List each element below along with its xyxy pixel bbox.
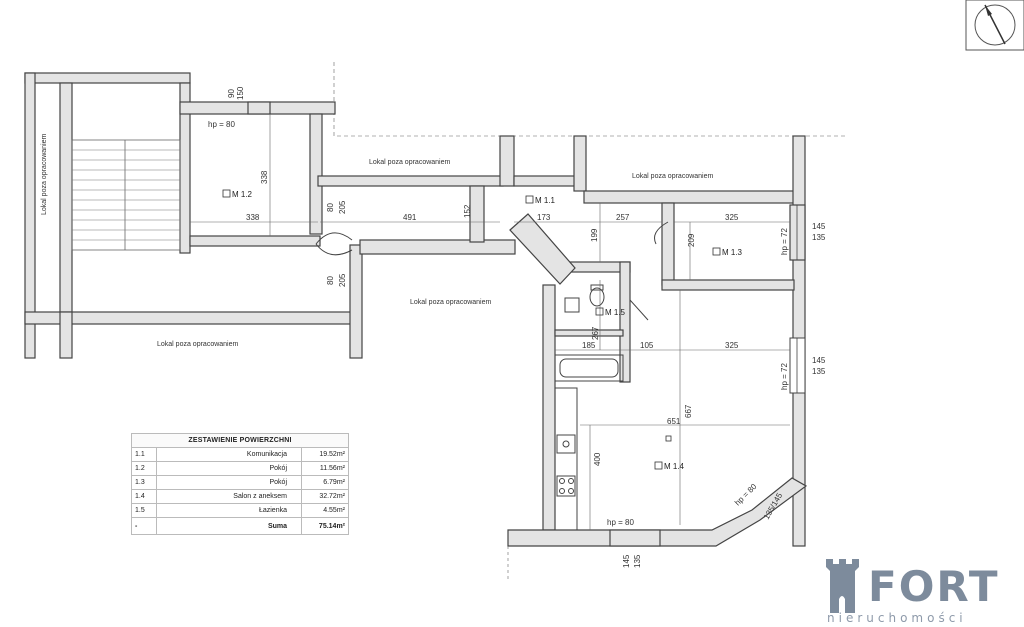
row-name: Salon z aneksem bbox=[156, 489, 302, 504]
dim-338-h: 338 bbox=[246, 213, 260, 222]
row-number: 1.2 bbox=[131, 461, 157, 476]
room-tag-m13: M 1.3 bbox=[722, 248, 743, 257]
dim-hp80-top: hp = 80 bbox=[208, 120, 235, 129]
table-row: 1.1 Komunikacja 19.52m² bbox=[131, 447, 349, 462]
row-area: 19.52m² bbox=[301, 447, 349, 462]
row-name: Łazienka bbox=[156, 503, 302, 518]
dim-205-b: 205 bbox=[338, 273, 347, 287]
room-tag-m12: M 1.2 bbox=[232, 190, 253, 199]
row-name: Pokój bbox=[156, 461, 302, 476]
dim-667: 667 bbox=[684, 404, 693, 418]
castle-tower-icon bbox=[826, 559, 859, 613]
row-name: Komunikacja bbox=[156, 447, 302, 462]
logo-subtitle: nieruchomości bbox=[827, 611, 967, 625]
row-number: 1.5 bbox=[131, 503, 157, 518]
outside-label-center: Lokal poza opracowaniem bbox=[410, 299, 491, 306]
dim-hp72-b: hp = 72 bbox=[780, 363, 789, 390]
dim-135-c: 135 bbox=[633, 554, 642, 568]
dim-205-a: 205 bbox=[338, 200, 347, 214]
sum-label: Suma bbox=[156, 517, 302, 535]
dim-105: 105 bbox=[640, 341, 654, 350]
dim-209: 209 bbox=[687, 233, 696, 247]
dim-325-mid: 325 bbox=[725, 341, 739, 350]
dim-152: 152 bbox=[463, 204, 472, 218]
row-number: 1.4 bbox=[131, 489, 157, 504]
outside-label-top: Lokal poza opracowaniem bbox=[369, 159, 450, 166]
table-row: 1.2 Pokój 11.56m² bbox=[131, 461, 349, 476]
dim-651: 651 bbox=[667, 417, 681, 426]
room-tag-m14: M 1.4 bbox=[664, 462, 685, 471]
dim-80-a: 80 bbox=[326, 203, 335, 212]
dim-150: 150 bbox=[236, 86, 245, 100]
outside-label-bottom-left: Lokal poza opracowaniem bbox=[157, 341, 238, 348]
dim-145-c: 145 bbox=[622, 554, 631, 568]
dim-hp80-bottom: hp = 80 bbox=[607, 518, 634, 527]
dim-135-b: 135 bbox=[812, 367, 826, 376]
dim-491: 491 bbox=[403, 213, 417, 222]
table-row: 1.5 Łazienka 4.55m² bbox=[131, 503, 349, 518]
logo-brand: FORT bbox=[868, 562, 1000, 611]
dim-325-top: 325 bbox=[725, 213, 739, 222]
sum-number: - bbox=[131, 517, 157, 535]
dim-hp72-a: hp = 72 bbox=[780, 228, 789, 255]
row-number: 1.1 bbox=[131, 447, 157, 462]
row-name: Pokój bbox=[156, 475, 302, 490]
dim-135-a: 135 bbox=[812, 233, 826, 242]
dim-185: 185 bbox=[582, 341, 596, 350]
area-summary-table: ZESTAWIENIE POWIERZCHNI 1.1 Komunikacja … bbox=[131, 433, 349, 535]
row-area: 4.55m² bbox=[301, 503, 349, 518]
row-number: 1.3 bbox=[131, 475, 157, 490]
fort-logo: FORT nieruchomości bbox=[824, 557, 1024, 627]
area-table-title: ZESTAWIENIE POWIERZCHNI bbox=[131, 433, 349, 448]
row-area: 6.79m² bbox=[301, 475, 349, 490]
compass-icon bbox=[965, 0, 1024, 51]
outside-label-top-right: Lokal poza opracowaniem bbox=[632, 173, 713, 180]
dim-90: 90 bbox=[227, 89, 236, 98]
dim-hp80-diag: hp = 80 bbox=[733, 482, 759, 508]
table-row: 1.4 Salon z aneksem 32.72m² bbox=[131, 489, 349, 504]
dim-145-b: 145 bbox=[812, 356, 826, 365]
dim-145-a: 145 bbox=[812, 222, 826, 231]
dim-257: 257 bbox=[616, 213, 630, 222]
room-tag-m11: M 1.1 bbox=[535, 196, 556, 205]
dim-199: 199 bbox=[590, 228, 599, 242]
dim-400: 400 bbox=[593, 452, 602, 466]
dim-173: 173 bbox=[537, 213, 551, 222]
table-sum-row: - Suma 75.14m² bbox=[131, 517, 349, 535]
room-tag-m15: M 1.5 bbox=[605, 308, 626, 317]
outside-label-left: Lokal poza opracowaniem bbox=[41, 134, 48, 215]
dim-267: 267 bbox=[591, 326, 600, 340]
row-area: 32.72m² bbox=[301, 489, 349, 504]
row-area: 11.56m² bbox=[301, 461, 349, 476]
dim-80-b: 80 bbox=[326, 276, 335, 285]
sum-area: 75.14m² bbox=[301, 517, 349, 535]
table-row: 1.3 Pokój 6.79m² bbox=[131, 475, 349, 490]
staircase bbox=[71, 139, 181, 251]
dim-338-v: 338 bbox=[260, 170, 269, 184]
